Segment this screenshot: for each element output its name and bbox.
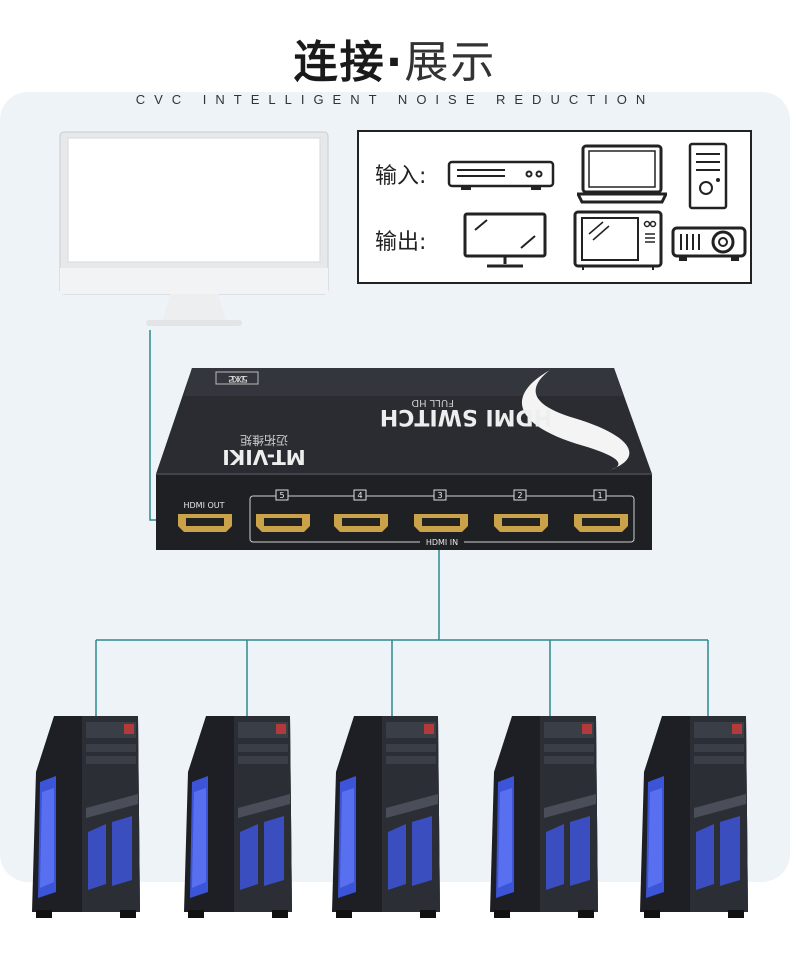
port-number-5: 5 [279, 491, 284, 500]
monitor-icon [463, 212, 547, 268]
port-number-2: 2 [517, 491, 522, 500]
set-top-box-icon [447, 160, 555, 190]
hdmi-in-port-5[interactable]: 5 [256, 489, 310, 532]
hdmi-in-port-3[interactable]: 3 [414, 489, 468, 532]
device-badge: 5X1 [228, 373, 246, 383]
pc-tower-5 [640, 716, 748, 918]
page-subtitle: CVC INTELLIGENT NOISE REDUCTION [135, 92, 655, 107]
title-light: 展示 [404, 37, 497, 88]
page-title: 连接·展示 [0, 26, 790, 90]
hdmi-out-port[interactable] [178, 514, 232, 532]
device-model: HDMI SWITCH [380, 404, 552, 429]
device-badge-text: 5X1 [230, 373, 248, 383]
hdmi-in-label: HDMI IN [426, 538, 458, 547]
title-bold: 连接 [293, 37, 386, 88]
hdmi-in-port-2[interactable]: 2 [494, 489, 548, 532]
input-label: 输入: [375, 164, 427, 189]
device-sub: FULL HD [411, 397, 454, 408]
device-brand-cn: 迈拓维矩 [240, 433, 288, 447]
laptop-icon [577, 144, 667, 204]
port-number-1: 1 [597, 491, 602, 500]
pc-tower-1 [32, 716, 140, 918]
output-label: 输出: [375, 230, 427, 255]
display-monitor [59, 131, 329, 326]
pc-tower-icon [688, 142, 728, 210]
projector-icon [671, 226, 747, 261]
hdmi-switch-device: 5X1 5X1 HDMI SWITCH FULL HD MT-VIKI 迈拓维矩… [156, 368, 652, 550]
port-number-4: 4 [357, 491, 362, 500]
pc-tower-4 [490, 716, 598, 918]
device-legend: 输入: 输出: [357, 130, 752, 284]
hdmi-in-port-4[interactable]: 4 [334, 489, 388, 532]
tv-icon [573, 210, 663, 270]
hdmi-out-label: HDMI OUT [183, 501, 224, 510]
port-number-3: 3 [437, 491, 442, 500]
pc-tower-2 [184, 716, 292, 918]
device-brand: MT-VIKI [222, 445, 305, 469]
pc-tower-3 [332, 716, 440, 918]
title-dot: · [385, 37, 405, 88]
hdmi-in-port-1[interactable]: 1 [574, 489, 628, 532]
